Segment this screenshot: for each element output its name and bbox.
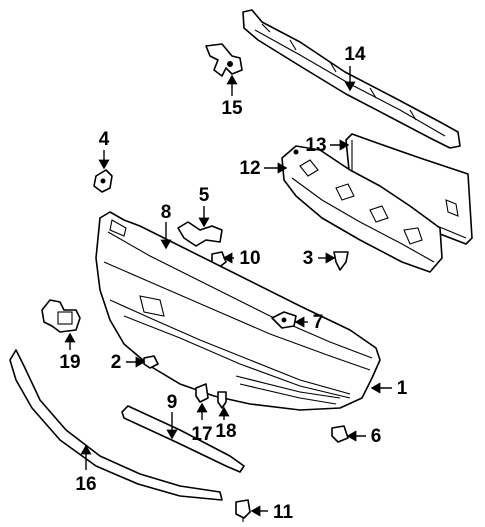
leader-lines <box>64 66 392 517</box>
callout-labels: 14 15 13 12 4 5 8 10 3 7 19 2 1 9 17 18 … <box>59 44 407 523</box>
callout-19: 19 <box>59 352 80 373</box>
part-15-bracket <box>205 43 243 77</box>
callout-11: 11 <box>273 502 294 523</box>
callout-7: 7 <box>313 312 324 333</box>
part-14-reinforcement <box>242 9 461 149</box>
part-16-spoiler-strip <box>9 349 223 501</box>
part-12-beam <box>281 145 443 273</box>
callout-2: 2 <box>111 352 122 373</box>
callout-14: 14 <box>344 44 366 65</box>
part-11-bolt <box>235 499 251 522</box>
callout-8: 8 <box>161 202 172 223</box>
part-19-sensor <box>41 299 81 333</box>
part-4-clip <box>93 169 113 193</box>
callout-9: 9 <box>167 392 178 413</box>
callout-16: 16 <box>75 474 96 495</box>
callout-18: 18 <box>215 421 236 442</box>
part-6-clip <box>331 425 349 443</box>
part-18-clip <box>217 391 227 409</box>
callout-12: 12 <box>239 158 260 179</box>
part-3-clip <box>333 251 349 271</box>
callout-4: 4 <box>99 129 110 150</box>
callout-15: 15 <box>221 98 243 119</box>
part-5-bracket <box>177 221 223 247</box>
callout-13: 13 <box>305 135 326 156</box>
callout-1: 1 <box>397 378 408 399</box>
part-9-lower-molding <box>121 405 245 473</box>
callout-10: 10 <box>239 248 260 269</box>
callout-3: 3 <box>303 248 314 269</box>
callout-6: 6 <box>371 426 382 447</box>
callout-17: 17 <box>191 424 212 445</box>
callout-5: 5 <box>199 185 210 206</box>
part-17-clip <box>195 383 209 403</box>
part-1-bumper-cover <box>95 211 381 411</box>
